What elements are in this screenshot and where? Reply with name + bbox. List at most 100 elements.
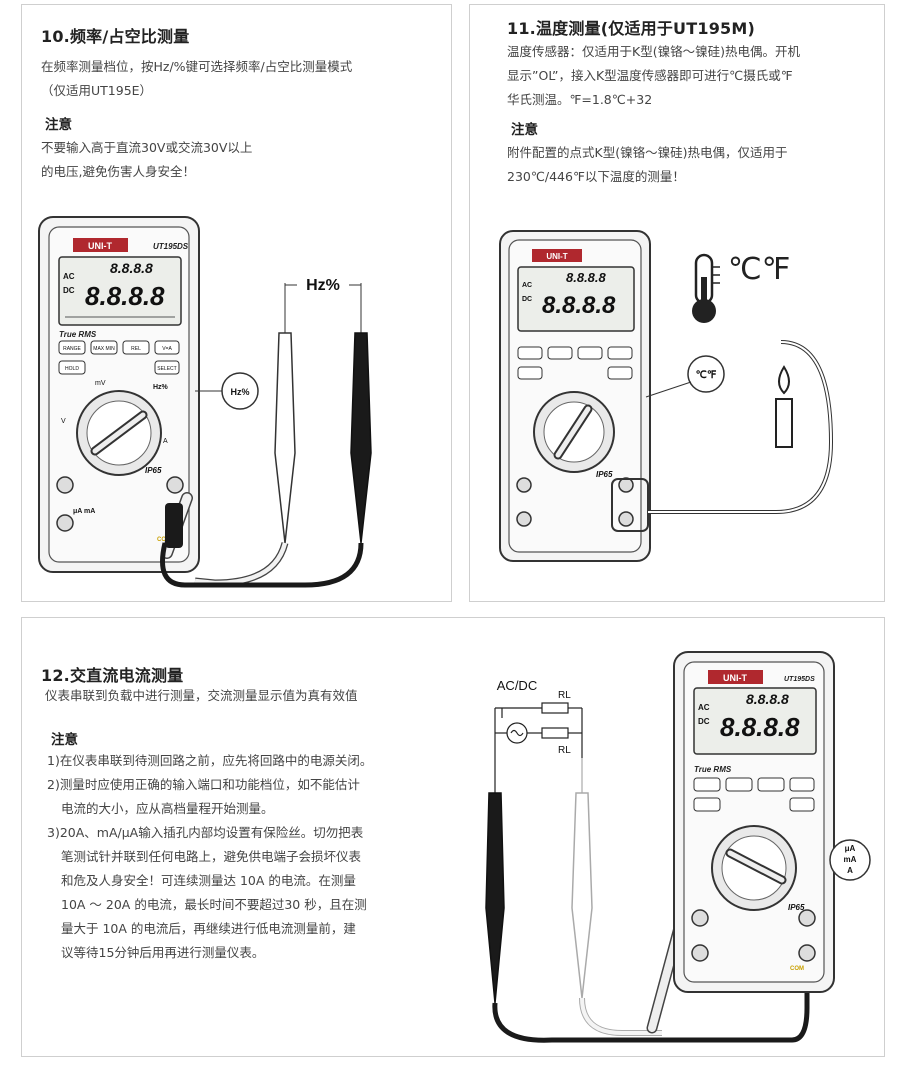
hold-button[interactable] (517, 366, 543, 380)
note-line: 附件配置的点式K型(镍铬～镍硅)热电偶，仅适用于 (507, 145, 788, 160)
ip-rating: IP65 (145, 466, 162, 475)
va-button[interactable] (607, 346, 633, 360)
svg-text:AC: AC (522, 282, 532, 289)
note-body: 附件配置的点式K型(镍铬～镍硅)热电偶，仅适用于 230℃/446℉以下温度的测… (507, 141, 787, 189)
svg-text:8.8.8.8: 8.8.8.8 (720, 712, 800, 742)
range-button[interactable] (693, 777, 721, 792)
note-line: 10A ～ 20A 的电流，最长时间不要超过30 秒，且在测 (61, 897, 367, 912)
ua-ma-jack[interactable] (516, 511, 532, 527)
ua-ma-jack[interactable] (691, 944, 709, 962)
svg-text:mV: mV (95, 380, 106, 387)
note-title: 注意 (45, 117, 72, 133)
svg-text:UNI-T: UNI-T (546, 252, 567, 261)
note-line: 230℃/446℉以下温度的测量！ (507, 169, 685, 184)
note-line: 3)20A、mA/μA输入插孔内部均设置有保险丝。切勿把表 (47, 825, 364, 840)
amp-jack[interactable] (516, 477, 532, 493)
section-current-panel: 12.交直流电流测量 仪表串联到负载中进行测量，交流测量显示值为真有效值 注意 … (21, 617, 885, 1057)
multimeter-body: UNI-T UT195DS 8.8.8.8 8.8.8.8 AC DC True… (38, 216, 200, 573)
maxmin-button[interactable] (547, 346, 573, 360)
svg-text:V: V (61, 418, 66, 425)
lcd-main-digits: 8.8.8.8 (85, 281, 165, 311)
lcd-small-digits: 8.8.8.8 (110, 260, 153, 276)
section-title: 11.温度测量(仅适用于UT195M) (507, 19, 755, 38)
truerms-label: True RMS (59, 330, 97, 339)
leads-label: Hz% (306, 277, 340, 294)
rel-button[interactable] (757, 777, 785, 792)
model-text: UT195DS (153, 242, 189, 251)
svg-text:True RMS: True RMS (694, 765, 732, 774)
svg-text:DC: DC (522, 296, 532, 303)
note-body: 不要输入高于直流30V或交流30V以上 的电压,避免伤害人身安全！ (41, 136, 252, 184)
description-line: （仅适用UT195E） (41, 83, 153, 98)
candle-icon (775, 365, 793, 448)
rel-button[interactable] (577, 346, 603, 360)
com-jack[interactable] (618, 511, 634, 527)
note-line: 和危及人身安全！可连续测量达 10A 的电流。在测量 (61, 873, 356, 888)
circuit-diagram: AC/DC RL RL (494, 678, 583, 793)
svg-text:DC: DC (63, 286, 75, 295)
range-button[interactable] (58, 340, 86, 355)
select-button[interactable] (607, 366, 633, 380)
note-title: 注意 (511, 122, 538, 138)
multimeter-body: UNI-T UT195DS 8.8.8.8 8.8.8.8 AC DC True… (673, 651, 835, 993)
load-resistor (541, 727, 569, 739)
ua-ma-jack[interactable] (56, 514, 74, 532)
select-button[interactable] (154, 360, 180, 375)
svg-text:RL: RL (558, 690, 571, 701)
svg-text:8.8.8.8: 8.8.8.8 (542, 292, 616, 319)
svg-text:RANGE: RANGE (63, 346, 81, 352)
maxmin-button[interactable] (90, 340, 118, 355)
circuit-label: AC/DC (497, 678, 537, 693)
note-line: 1)在仪表串联到待测回路之前，应先将回路中的电源关闭。 (47, 753, 373, 768)
svg-text:μA: μA (845, 844, 856, 853)
current-illustration: AC/DC RL RL (485, 651, 871, 1043)
svg-text:SELECT: SELECT (157, 366, 176, 372)
hz-v-jack[interactable] (618, 477, 634, 493)
svg-text:AC: AC (63, 272, 75, 281)
svg-text:A: A (163, 438, 168, 445)
maxmin-button[interactable] (725, 777, 753, 792)
note-line: 电流的大小，应从高档量程开始测量。 (61, 801, 274, 816)
description-line: 在频率测量档位，按Hz/%键可选择频率/占空比测量模式 (41, 59, 353, 74)
function-callout (829, 839, 871, 881)
hz-v-jack[interactable] (798, 909, 816, 927)
va-button[interactable] (789, 777, 815, 792)
note-line: 笔测试针并联到任何电路上，避免供电端子会损坏仪表 (61, 849, 362, 864)
brand-badge (73, 238, 128, 252)
note-line: 2)测量时应使用正确的输入端口和功能档位，如不能估计 (47, 777, 360, 792)
amp-jack[interactable] (56, 476, 74, 494)
lcd-display (517, 266, 635, 332)
temperature-illustration: UNI-T 8.8.8.8 8.8.8.8 AC DC IP65 (499, 230, 834, 562)
hz-v-jack[interactable] (166, 476, 184, 494)
note-line: 的电压,避免伤害人身安全！ (41, 164, 195, 179)
note-body: 1)在仪表串联到待测回路之前，应先将回路中的电源关闭。 2)测量时应使用正确的输… (47, 749, 372, 965)
hold-button[interactable] (58, 360, 86, 375)
multimeter-body: UNI-T 8.8.8.8 8.8.8.8 AC DC IP65 (499, 230, 651, 562)
section-description: 在频率测量档位，按Hz/%键可选择频率/占空比测量模式 （仅适用UT195E） (41, 55, 352, 103)
svg-text:HOLD: HOLD (65, 366, 79, 372)
rel-button[interactable] (122, 340, 150, 355)
svg-text:IP65: IP65 (596, 470, 613, 479)
section-description: 温度传感器：仅适用于K型(镍铬～镍硅)热电偶。开机 显示”OL”，接入K型温度传… (507, 40, 800, 112)
svg-text:IP65: IP65 (788, 903, 805, 912)
com-jack[interactable] (798, 944, 816, 962)
callout-label: Hz% (230, 387, 249, 397)
select-button[interactable] (789, 797, 815, 812)
svg-text:μA mA: μA mA (73, 508, 95, 515)
svg-text:RL: RL (558, 745, 571, 756)
description-line: 显示”OL”，接入K型温度传感器即可进行℃摄氏或℉ (507, 68, 793, 83)
va-button[interactable] (154, 340, 180, 355)
svg-text:REL: REL (131, 346, 141, 352)
lcd-display (58, 256, 182, 326)
multimeter-illustration: UNI-T UT195DS 8.8.8.8 8.8.8.8 AC DC True… (38, 216, 372, 588)
section-title: 12.交直流电流测量 (41, 666, 184, 685)
hold-button[interactable] (693, 797, 721, 812)
svg-text:COM: COM (157, 537, 171, 543)
svg-text:DC: DC (698, 717, 710, 726)
svg-text:UNI-T: UNI-T (723, 673, 747, 683)
note-line: 不要输入高于直流30V或交流30V以上 (41, 140, 253, 155)
amp-jack[interactable] (691, 909, 709, 927)
description-line: 温度传感器：仅适用于K型(镍铬～镍硅)热电偶。开机 (507, 44, 800, 59)
range-button[interactable] (517, 346, 543, 360)
brand-text: UNI-T (88, 241, 112, 251)
